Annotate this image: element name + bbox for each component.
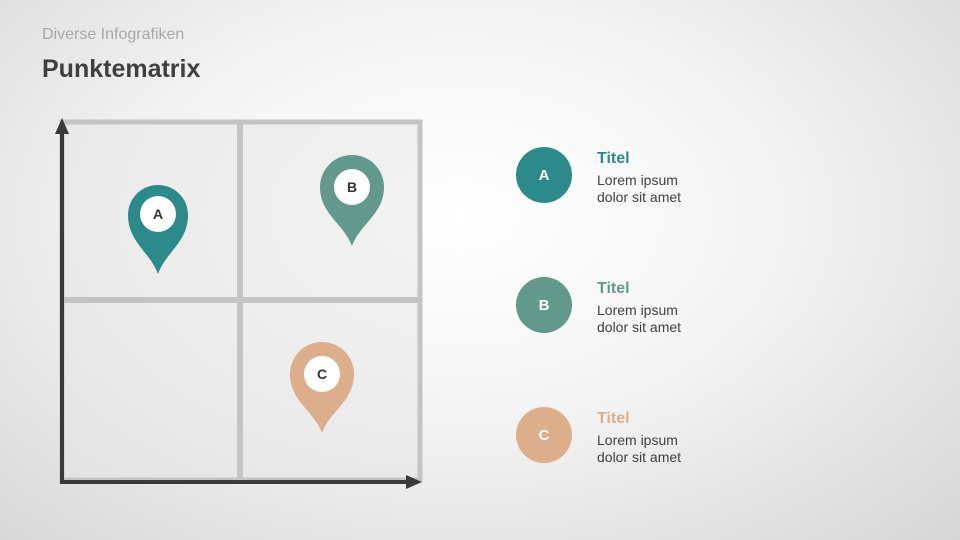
pin-c[interactable]: C	[290, 342, 354, 433]
legend-title: Titel	[597, 410, 630, 427]
legend-title: Titel	[597, 150, 630, 167]
pin-a[interactable]: A	[128, 185, 188, 274]
slide-subtitle: Diverse Infografiken	[42, 26, 185, 43]
pin-label: A	[153, 206, 163, 222]
pin-label: B	[347, 179, 357, 195]
pin-b[interactable]: B	[320, 155, 384, 246]
legend-badge: A	[516, 147, 572, 203]
legend-badge: C	[516, 407, 572, 463]
slide-title: Punktematrix	[42, 55, 201, 83]
legend-badge: B	[516, 277, 572, 333]
x-axis-arrow-icon	[406, 475, 422, 489]
y-axis-arrow-icon	[55, 118, 69, 134]
pin-label: C	[317, 366, 327, 382]
legend-title: Titel	[597, 280, 630, 297]
